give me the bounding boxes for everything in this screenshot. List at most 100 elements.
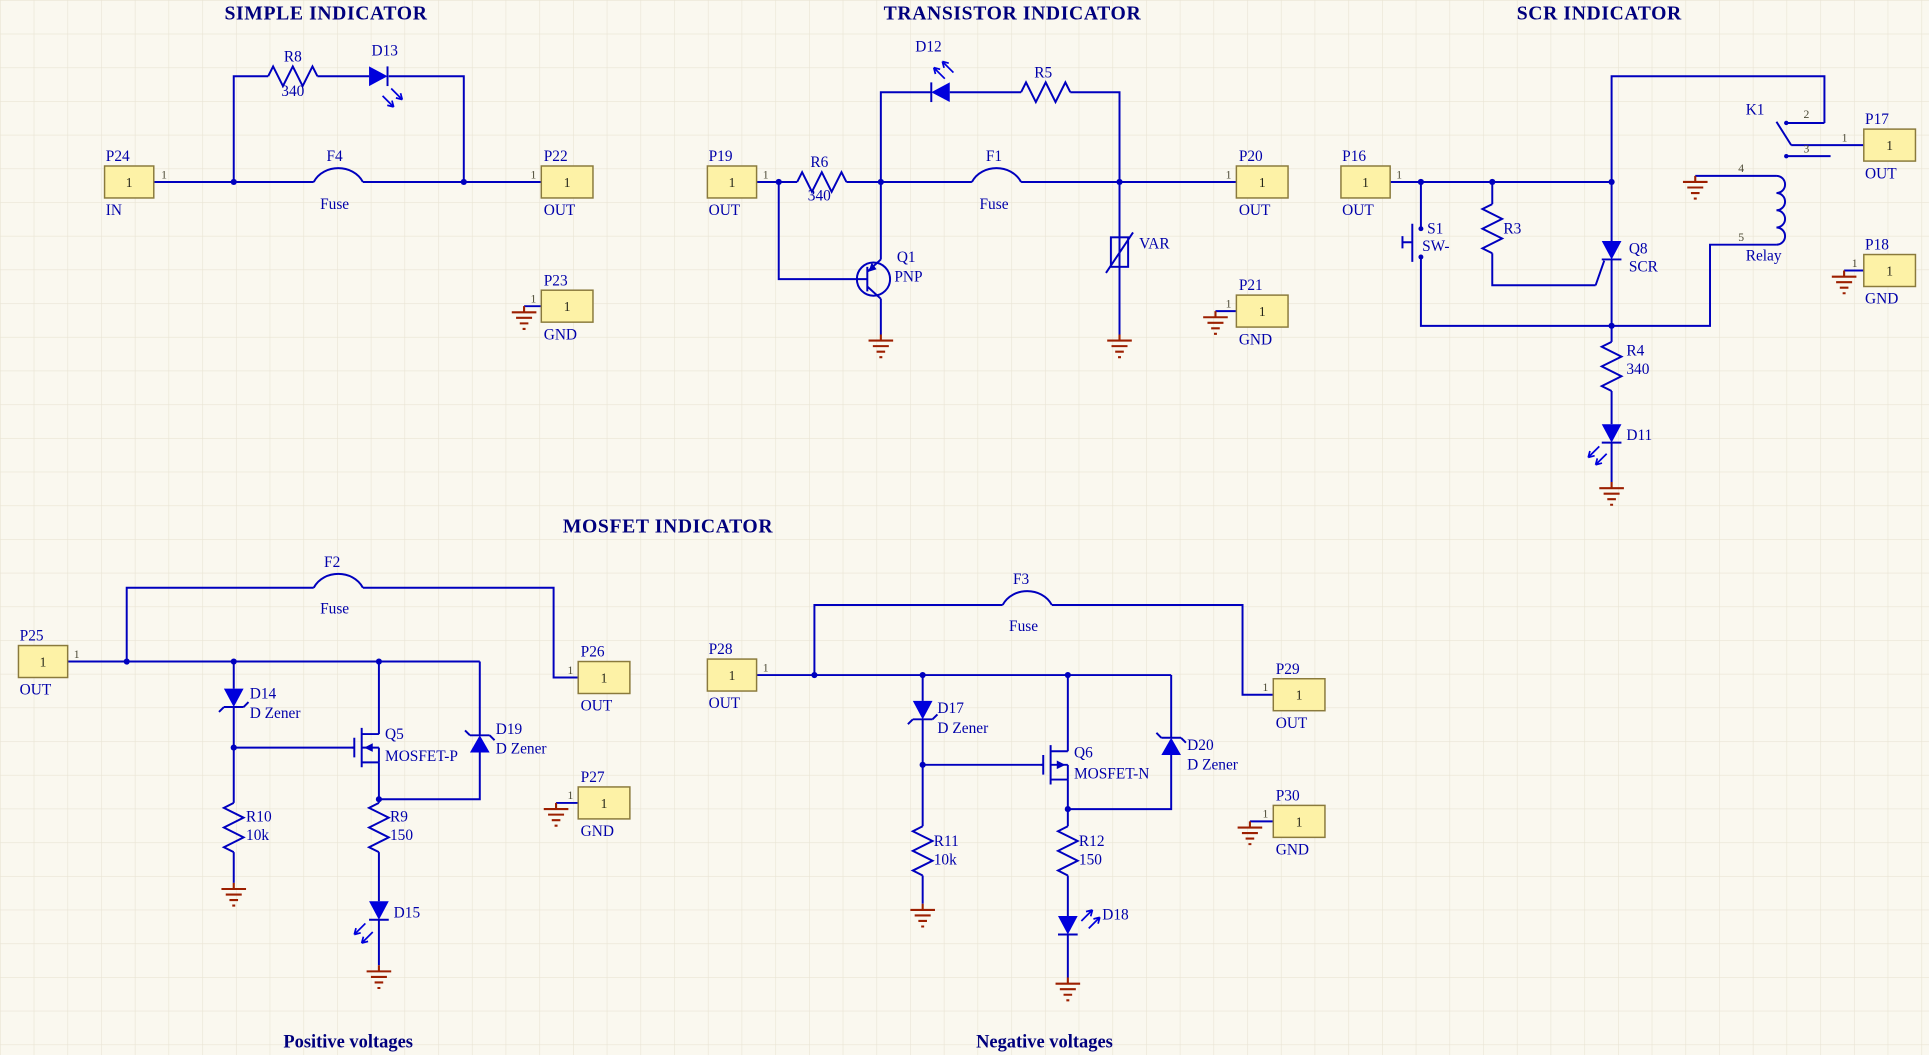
resistor-R11[interactable]: R11 10k	[910, 825, 959, 877]
subtitle-positive-voltages: Positive voltages	[283, 1032, 413, 1052]
port-net-label: IN	[106, 202, 122, 219]
led-D13[interactable]: D13	[369, 42, 404, 108]
resistor-R8[interactable]: R8 340	[267, 48, 319, 100]
port-P18[interactable]: 1 P18 GND	[1863, 237, 1917, 308]
resistor-R12[interactable]: R12 150	[1055, 825, 1105, 877]
led-D18[interactable]: D18	[1057, 907, 1129, 936]
resistor-R10[interactable]: R10 10k	[221, 802, 272, 853]
transistor-Q1[interactable]: Q1 PNP	[855, 249, 923, 300]
port-P28[interactable]: 1 P28 OUT	[706, 641, 758, 712]
value-label: Fuse	[1009, 618, 1038, 635]
port-pin-number: 1	[601, 670, 608, 685]
switch-S1[interactable]: S1 SW-	[1401, 221, 1449, 262]
zener-D19[interactable]: D19 D Zener	[464, 721, 547, 758]
resistor-R6[interactable]: R6 340	[796, 154, 848, 204]
port-name-label: P30	[1276, 787, 1300, 804]
value-label: MOSFET-P	[385, 748, 458, 765]
port-P27[interactable]: 1 P27 GND	[577, 769, 631, 840]
port-net-label: OUT	[1276, 715, 1308, 732]
port-net-label: GND	[1276, 842, 1309, 859]
designator-label: D19	[496, 721, 523, 738]
port-P24[interactable]: 1 P24 IN	[103, 148, 155, 219]
net-wires-transistor[interactable]	[756, 91, 1237, 335]
varistor-VAR[interactable]: VAR	[1105, 231, 1170, 274]
port-name-label: P23	[544, 272, 568, 289]
designator-label: D13	[372, 42, 399, 59]
fuse-F3[interactable]: F3 Fuse	[1001, 571, 1053, 635]
led-D15[interactable]: D15	[353, 901, 421, 944]
net-wires-simple[interactable]	[153, 75, 542, 308]
fuse-F1[interactable]: F1 Fuse	[971, 148, 1022, 213]
title-scr-indicator: SCR INDICATOR	[1517, 3, 1682, 25]
fuse-F4[interactable]: F4 Fuse	[312, 148, 364, 213]
resistor-R3[interactable]: R3	[1480, 203, 1522, 255]
zener-D14[interactable]: D14 D Zener	[218, 685, 301, 722]
wire-pin-number: 1	[531, 168, 537, 181]
port-pin-number: 1	[1886, 138, 1893, 153]
port-net-label: OUT	[544, 202, 576, 219]
port-P21[interactable]: 1 P21 GND	[1235, 277, 1289, 348]
port-pin-number: 1	[601, 796, 608, 811]
wire-pin-number: 1	[1852, 257, 1858, 270]
value-label: Fuse	[320, 196, 349, 213]
port-pin-number: 1	[1362, 175, 1369, 190]
zener-D17[interactable]: D17 D Zener	[907, 700, 988, 737]
value-label: Fuse	[320, 601, 349, 618]
scr-Q8[interactable]: Q8 SCR	[1594, 240, 1659, 286]
port-P26[interactable]: 1 P26 OUT	[577, 644, 631, 715]
port-P20[interactable]: 1 P20 OUT	[1235, 148, 1289, 219]
wire-pin-number: 1	[1226, 168, 1232, 181]
port-pin-number: 1	[729, 175, 736, 190]
value-label: PNP	[894, 269, 922, 286]
port-P30[interactable]: 1 P30 GND	[1272, 787, 1326, 859]
net-wires-scr[interactable]	[1390, 75, 1864, 483]
port-P22[interactable]: 1 P22 OUT	[540, 148, 594, 219]
designator-label: Q8	[1629, 240, 1648, 257]
resistor-R9[interactable]: R9 150	[366, 802, 413, 853]
zener-D20[interactable]: D20 D Zener	[1155, 732, 1238, 774]
port-P19[interactable]: 1 P19 OUT	[706, 148, 758, 219]
value-label: MOSFET-N	[1074, 765, 1149, 782]
port-P17[interactable]: 1 P17 OUT	[1863, 111, 1917, 182]
port-pin-number: 1	[1296, 688, 1303, 703]
port-net-label: GND	[544, 326, 577, 343]
resistor-R5[interactable]: R5	[1020, 64, 1072, 105]
net-wires-mosfet-negative[interactable]	[756, 603, 1274, 978]
designator-label: F4	[327, 148, 344, 165]
port-net-label: OUT	[1239, 202, 1271, 219]
port-name-label: P26	[581, 644, 605, 661]
wire-pin-number: 1	[1263, 681, 1269, 694]
port-P16[interactable]: 1 P16 OUT	[1340, 148, 1391, 219]
wire-pin-number: 1	[161, 168, 167, 181]
port-P23[interactable]: 1 P23 GND	[540, 272, 594, 343]
relay-pin-3: 3	[1804, 142, 1810, 155]
port-name-label: P27	[581, 769, 605, 786]
port-name-label: P16	[1342, 148, 1366, 165]
port-P25[interactable]: 1 P25 OUT	[17, 628, 69, 699]
wire-pin-number: 1	[1263, 808, 1269, 821]
port-name-label: P17	[1865, 111, 1889, 128]
designator-label: R9	[390, 808, 408, 825]
resistor-R4[interactable]: R4 340	[1599, 340, 1650, 392]
port-net-label: OUT	[581, 698, 613, 715]
designator-label: Q6	[1074, 744, 1093, 761]
net-wires-mosfet-positive[interactable]	[67, 586, 579, 966]
designator-label: R4	[1626, 342, 1644, 359]
value-label: SCR	[1629, 259, 1659, 276]
designator-label: VAR	[1139, 235, 1170, 252]
led-D11[interactable]: D11	[1587, 424, 1652, 466]
wire-pin-number: 1	[567, 664, 573, 677]
port-pin-number: 1	[729, 668, 736, 683]
port-P29[interactable]: 1 P29 OUT	[1272, 661, 1326, 732]
designator-label: D11	[1626, 427, 1652, 444]
designator-label: D15	[394, 904, 421, 921]
fuse-F2[interactable]: F2 Fuse	[312, 554, 364, 618]
mosfet-Q5[interactable]: Q5 MOSFET-P	[351, 726, 458, 768]
wire-pin-number: 1	[567, 789, 573, 802]
led-D12[interactable]: D12	[915, 39, 955, 103]
port-name-label: P28	[709, 641, 733, 658]
mosfet-Q6[interactable]: Q6 MOSFET-N	[1040, 744, 1150, 785]
relay-K1[interactable]: K1 2 1 3 4 5 Relay	[1738, 101, 1864, 265]
port-name-label: P21	[1239, 277, 1263, 294]
